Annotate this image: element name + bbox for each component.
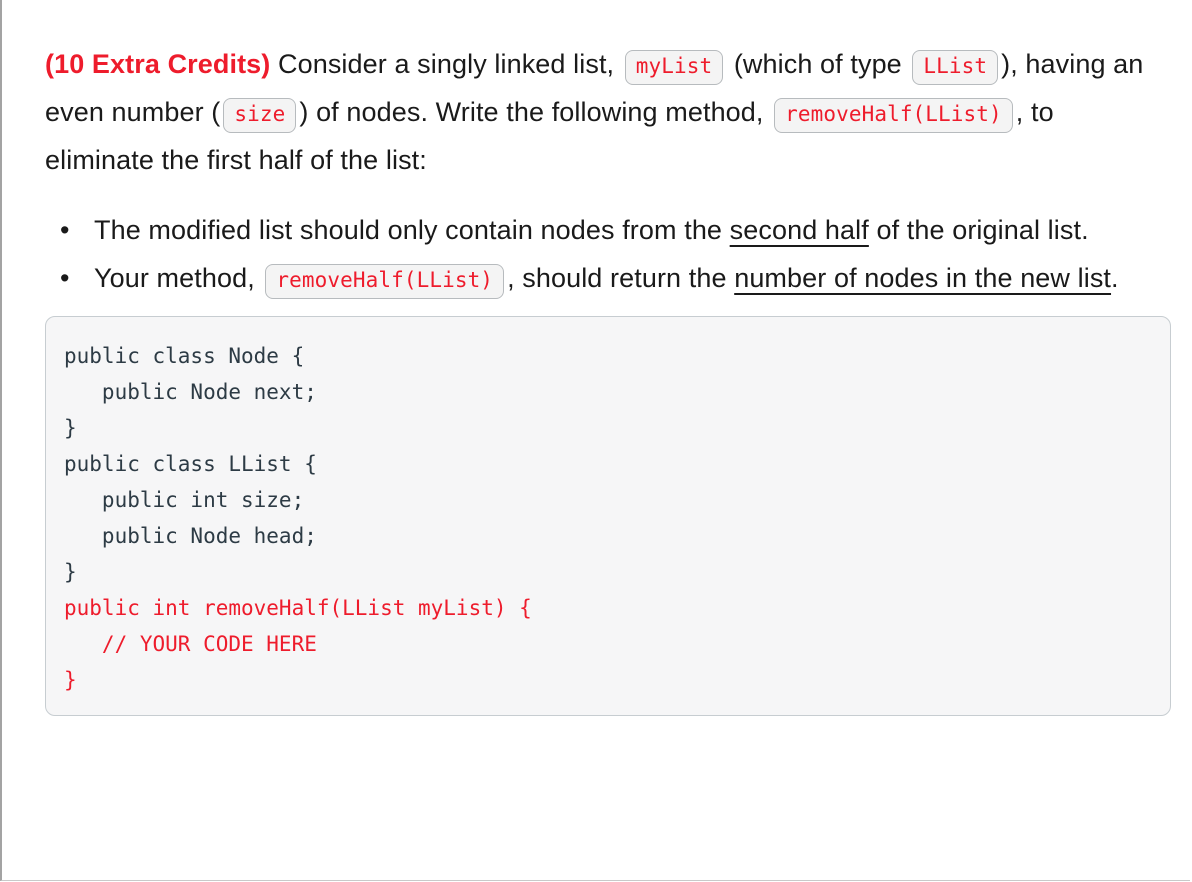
inline-code-chip-removehalf-bullet: removeHalf(LList) [265,264,505,299]
intro-text-1: Consider a singly linked list, [270,49,622,79]
list-item-second-half: The modified list should only contain no… [45,206,1153,254]
code-line: public class Node { [64,344,305,368]
inline-code-chip-mylist: myList [624,50,724,85]
code-line-your-code-here: // YOUR CODE HERE [64,632,317,656]
inline-code-chip-llist: LList [912,50,999,85]
requirement-list: The modified list should only contain no… [45,206,1153,302]
code-block: public class Node { public Node next;} pu… [45,316,1171,716]
bullet2-text-1: Your method, [94,263,263,293]
code-line: public class LList { [64,452,317,476]
intro-text-5: , to eliminate the first half of the lis… [45,97,1054,175]
intro-text-3: ), having an even number ( [45,49,1144,127]
intro-text-4: ) of nodes. Write the following method, [299,97,772,127]
code-line-closing-brace: } [64,668,77,692]
code-line: } [64,560,77,584]
bullet1-text-2: of the original list. [868,215,1089,245]
underlined-node-count: number of nodes in the new list [734,263,1112,293]
bullet2-text-2: , should return the [507,263,735,293]
question-intro-paragraph: (10 Extra Credits) Consider a singly lin… [45,40,1153,184]
extra-credits-label: (10 Extra Credits) [45,49,271,79]
inline-code-chip-removehalf: removeHalf(LList) [774,98,1013,133]
bullet2-text-3: . [1111,263,1119,293]
bullet1-text-1: The modified list should only contain no… [94,215,730,245]
intro-text-2: (which of type [726,49,910,79]
code-line: public Node next; [64,380,317,404]
code-line: public Node head; [64,524,317,548]
underlined-second-half: second half [729,215,869,245]
inline-code-chip-size: size [223,98,297,133]
code-line-method-signature: public int removeHalf(LList myList) { [64,596,532,620]
code-line: } [64,416,77,440]
list-item-return-count: Your method, removeHalf(LList), should r… [45,254,1153,302]
question-content: (10 Extra Credits) Consider a singly lin… [45,40,1171,716]
code-line: public int size; [64,488,305,512]
